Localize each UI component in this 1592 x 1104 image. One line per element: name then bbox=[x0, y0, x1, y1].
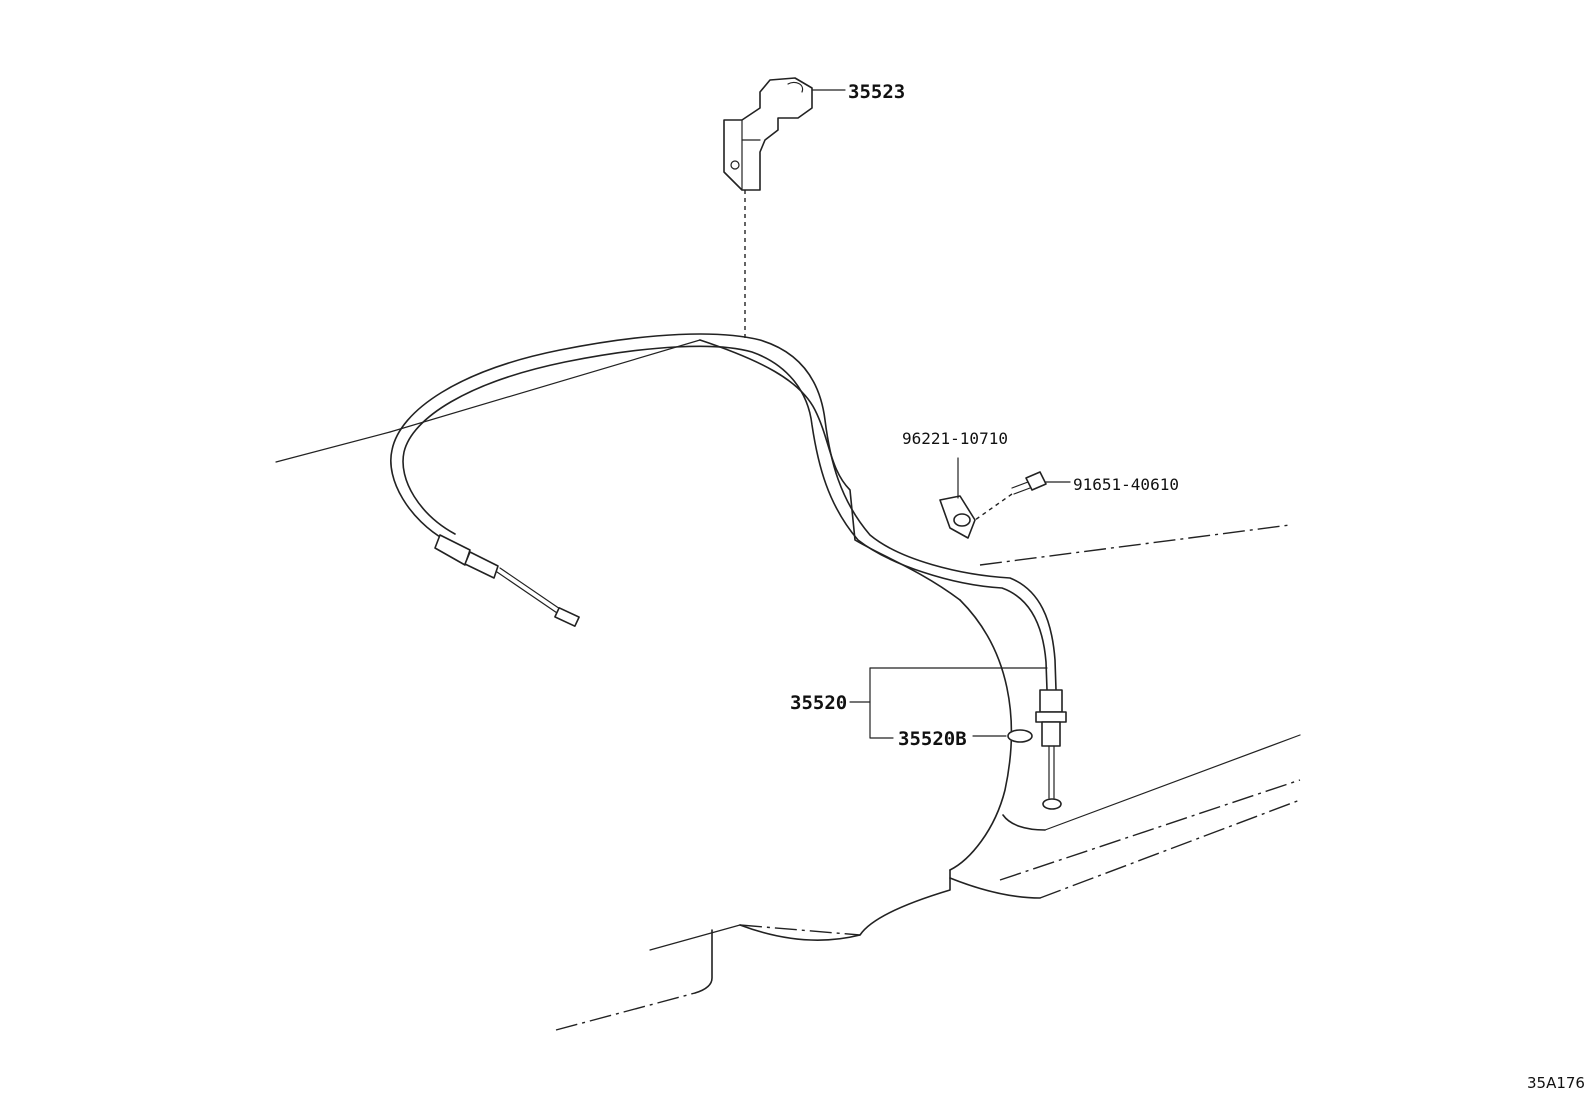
diagram-code: 35A176 bbox=[1527, 1074, 1585, 1092]
bracket-35523 bbox=[723, 77, 813, 340]
label-part-35520: 35520 bbox=[790, 692, 847, 714]
bolt-91651 bbox=[974, 471, 1071, 521]
label-part-35523: 35523 bbox=[848, 81, 905, 103]
label-part-96221-10710: 96221-10710 bbox=[902, 429, 1008, 448]
leader-lines bbox=[811, 89, 1048, 739]
clamp-96221 bbox=[939, 457, 976, 539]
cable-assembly bbox=[390, 333, 1067, 810]
label-part-35520b: 35520B bbox=[898, 728, 967, 750]
label-part-91651-40610: 91651-40610 bbox=[1073, 475, 1179, 494]
transmission-outline bbox=[275, 339, 1301, 1031]
o-ring-35520b bbox=[1007, 729, 1033, 743]
